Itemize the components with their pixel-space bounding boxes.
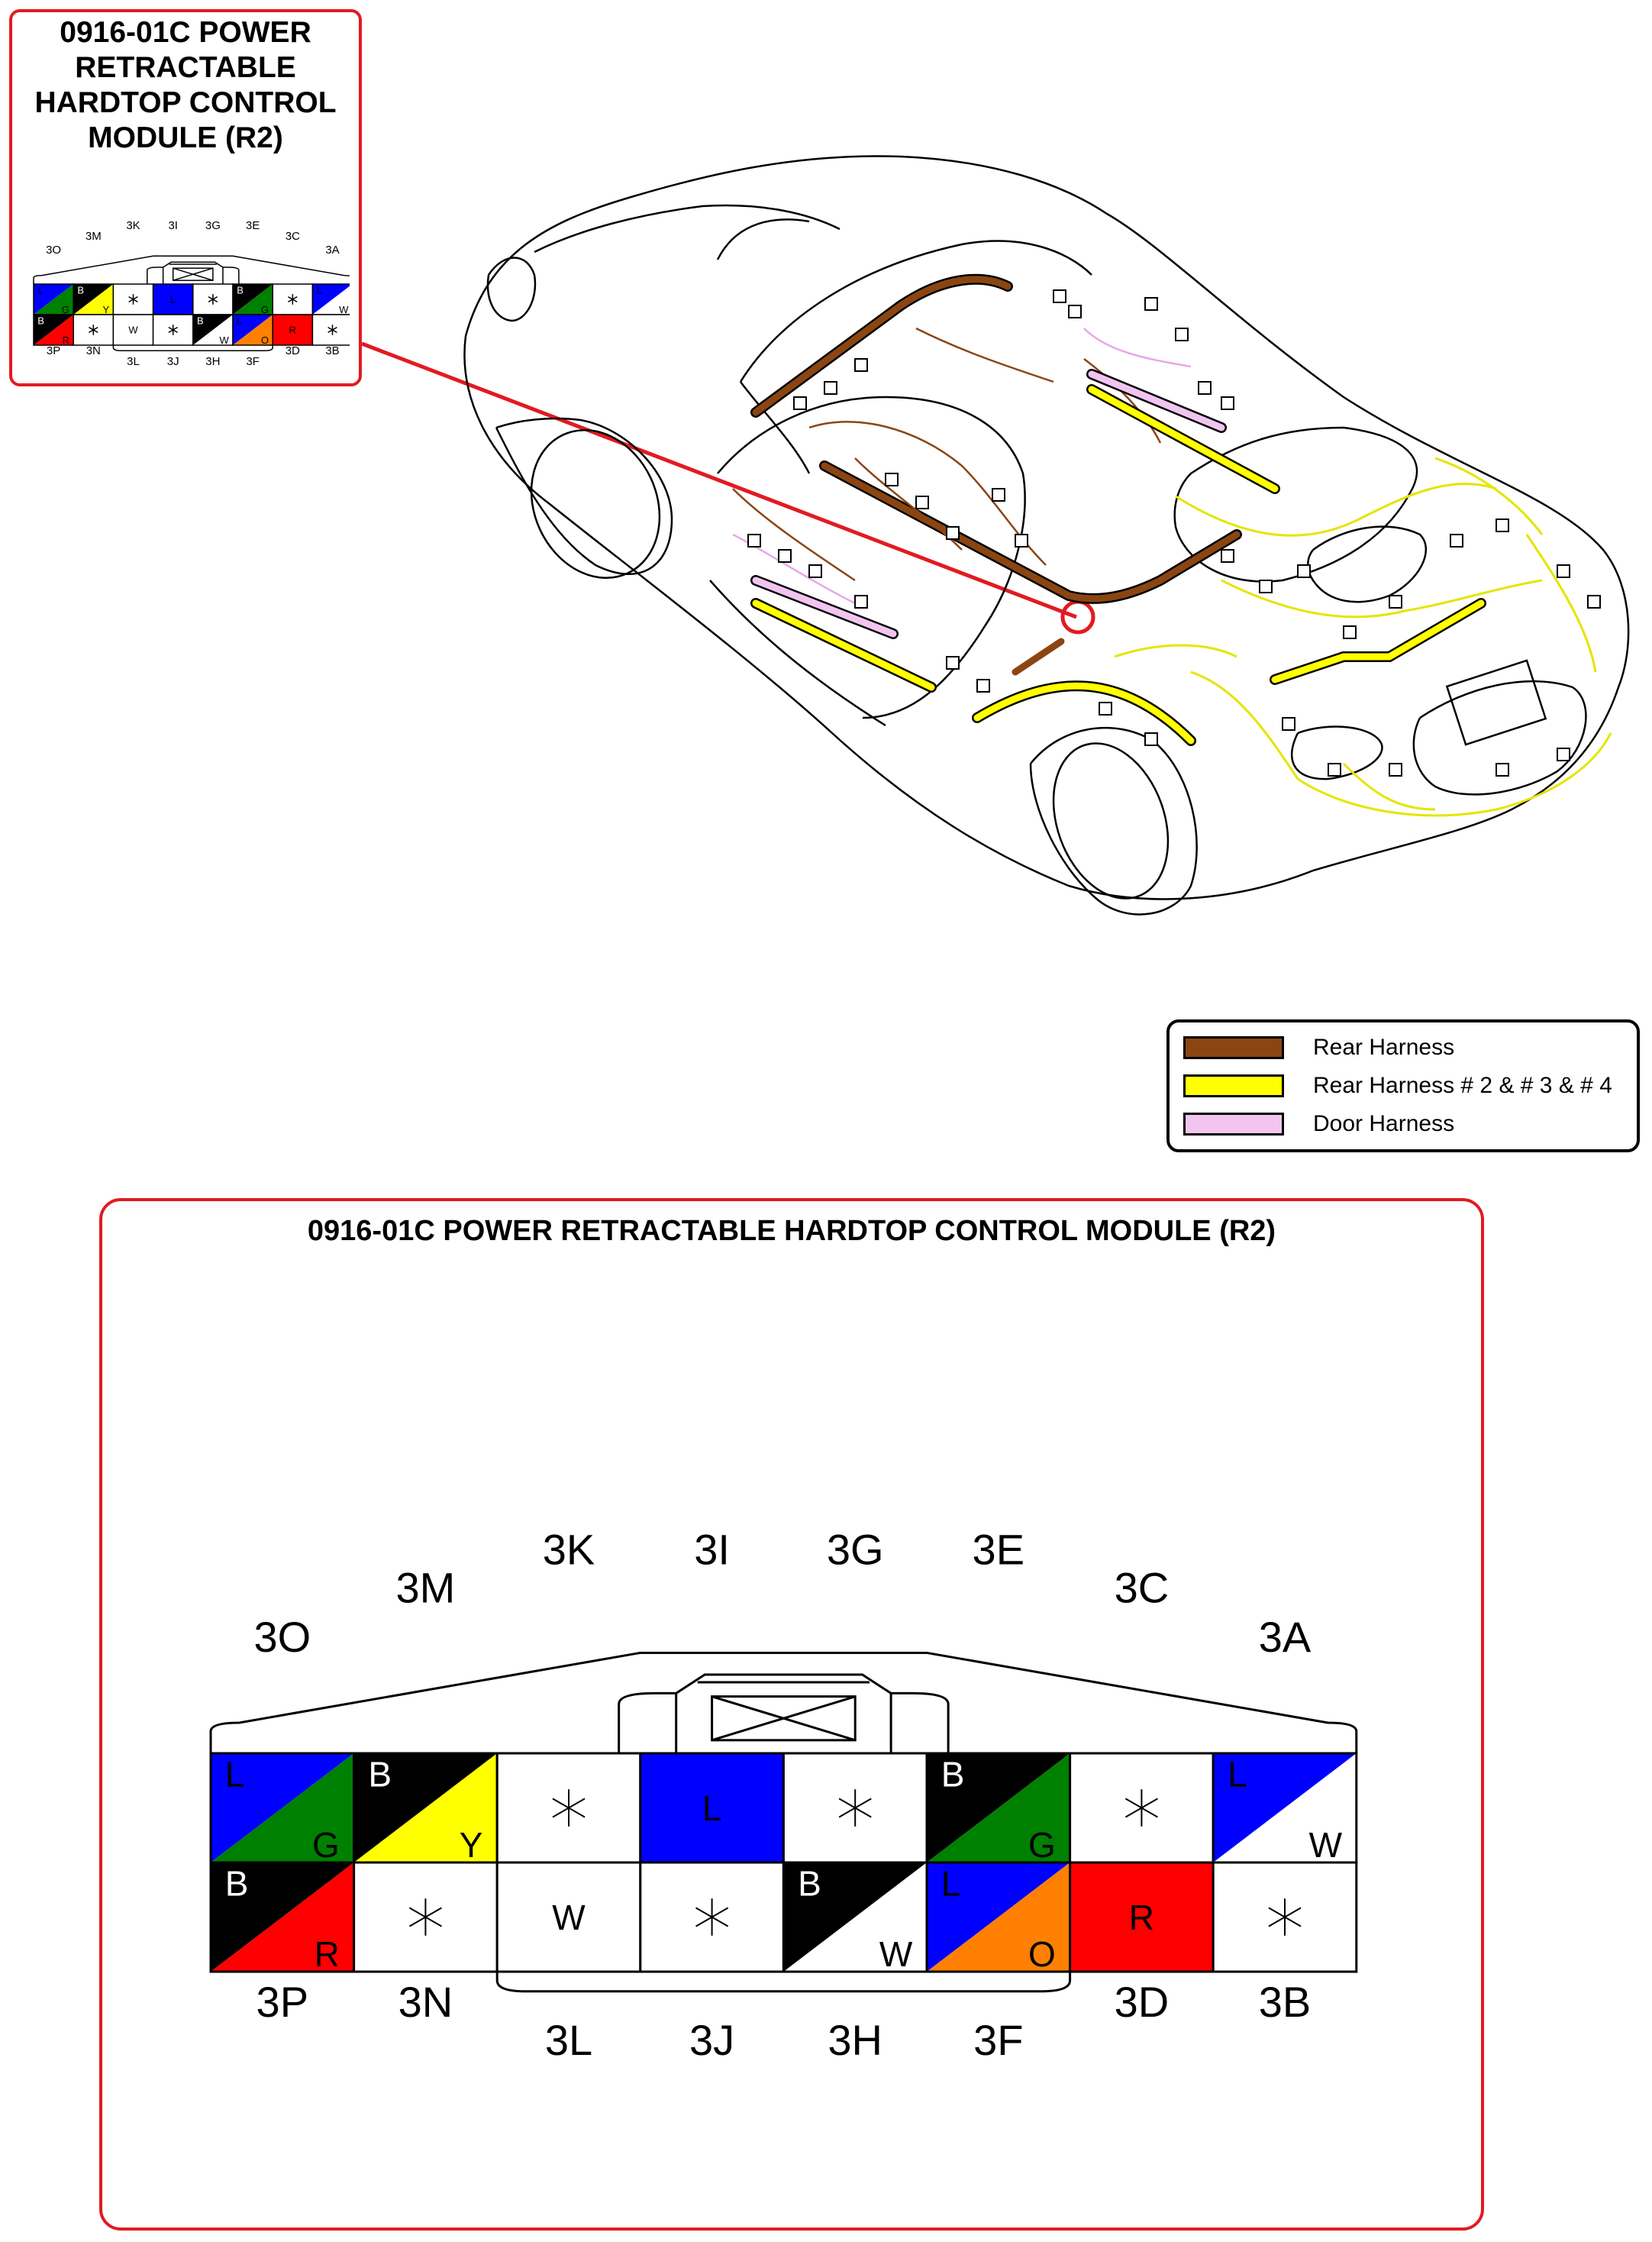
pin-color-secondary xyxy=(233,284,273,315)
pin-color-code: B xyxy=(197,315,204,326)
yellow-harness-lines xyxy=(752,386,1485,745)
pin-position-label: 3F xyxy=(246,355,260,368)
pin-color-code: O xyxy=(261,334,269,346)
pin-position-label: 3J xyxy=(167,355,179,368)
harness-connectors xyxy=(747,289,1601,777)
pin-cell: LW xyxy=(311,283,350,315)
pin-color-secondary xyxy=(233,315,273,345)
door-harness-lines xyxy=(752,370,1225,638)
harness-legend: Rear Harness Rear Harness # 2 & # 3 & # … xyxy=(1166,1019,1640,1152)
pin-position-label: 3P xyxy=(47,344,60,357)
connector-housing-top xyxy=(33,255,350,284)
pin-color-primary xyxy=(312,284,350,315)
pin-cell: LG xyxy=(33,283,74,315)
pin-color-code: G xyxy=(261,304,269,315)
pin-color-primary xyxy=(192,315,233,345)
pin-cell: BR xyxy=(33,314,74,346)
pin-color-code: R xyxy=(289,325,296,336)
door-harness-outline xyxy=(750,369,1227,639)
pin-position-label: 3L xyxy=(127,355,140,368)
pin-position-label: 3B xyxy=(325,344,339,357)
unused-pin-star xyxy=(208,294,218,305)
connector-detail-frame: 0916-01C POWER RETRACTABLE HARDTOP CONTR… xyxy=(99,1198,1484,2231)
pin-position-label: 3G xyxy=(205,219,221,232)
pin-color-code: W xyxy=(219,334,229,346)
pin-color-secondary xyxy=(192,315,233,345)
pin-color-code: L xyxy=(170,294,176,305)
yellow-harness-outline xyxy=(750,384,1486,746)
unused-pin-star xyxy=(288,294,298,305)
door-harness-thin-branches xyxy=(732,328,1192,605)
rear-harness-lines xyxy=(752,276,1241,676)
callout-title-line-2: RETRACTABLE xyxy=(75,51,296,84)
unused-pin-star xyxy=(168,325,178,335)
unused-pin-star xyxy=(89,325,98,335)
pin-color-secondary xyxy=(73,284,114,315)
rear-harness-outline xyxy=(750,273,1242,604)
pin-color-code: L xyxy=(37,284,43,296)
pin-position-label: 3I xyxy=(168,219,178,232)
pin-position-label: 3N xyxy=(86,344,101,357)
pin-position-label: 3K xyxy=(126,219,140,232)
pin-color-code: Y xyxy=(103,304,110,315)
pin-position-label: 3A xyxy=(325,244,339,257)
connector-housing xyxy=(33,255,350,351)
connector-callout: 0916-01C POWER RETRACTABLE HARDTOP CONTR… xyxy=(9,9,362,386)
pin-cell: BW xyxy=(192,314,234,346)
connector-latch-cross xyxy=(173,267,214,281)
callout-title-line-1: 0916-01C POWER xyxy=(60,16,311,49)
pin-color-code: B xyxy=(77,284,84,296)
pin-cell xyxy=(272,283,314,315)
unused-pin-star xyxy=(128,294,138,305)
leader-line xyxy=(361,341,1077,619)
connector-latch xyxy=(147,261,240,284)
pin-position-label: 3O xyxy=(46,244,61,257)
pin-empty xyxy=(312,315,350,345)
pin-cell xyxy=(73,314,115,346)
pin-position-label: 3E xyxy=(246,219,260,232)
legend-swatch-rear-harness xyxy=(1183,1036,1284,1059)
pin-cell xyxy=(311,314,350,346)
pin-position-label: 3H xyxy=(205,355,220,368)
pin-border xyxy=(311,314,350,346)
legend-label: Door Harness xyxy=(1313,1111,1455,1136)
pin-color-fill xyxy=(153,284,193,315)
pin-cell: W xyxy=(112,314,154,346)
connector-location-marker xyxy=(1060,599,1095,635)
pin-position-label: 3D xyxy=(286,344,300,357)
pin-position-label: 3C xyxy=(286,230,300,243)
pin-color-code: W xyxy=(128,325,138,336)
legend-swatch-door-harness xyxy=(1183,1113,1284,1136)
pin-color-code: L xyxy=(237,315,242,326)
connector-latch-sides xyxy=(162,267,224,284)
car-body-outline xyxy=(463,155,1630,916)
pin-color-fill xyxy=(113,315,153,345)
connector-detail-title: 0916-01C POWER RETRACTABLE HARDTOP CONTR… xyxy=(307,1215,1276,1247)
pin-color-primary xyxy=(73,284,114,315)
callout-title: 0916-01C POWER RETRACTABLE HARDTOP CONTR… xyxy=(12,15,359,156)
pin-cell: R xyxy=(272,314,314,346)
pin-color-fill xyxy=(273,315,313,345)
callout-title-line-3: HARDTOP CONTROL xyxy=(34,86,337,119)
callout-title-line-4: MODULE (R2) xyxy=(88,121,283,154)
pin-color-code: W xyxy=(339,304,349,315)
pin-color-code: B xyxy=(37,315,44,326)
legend-label: Rear Harness xyxy=(1313,1035,1455,1060)
pin-color-secondary xyxy=(312,286,350,315)
pin-cell xyxy=(192,283,234,315)
pin-color-code: L xyxy=(317,284,322,296)
pin-color-code: G xyxy=(62,304,69,315)
unused-pin-star xyxy=(327,325,337,335)
legend-label: Rear Harness # 2 & # 3 & # 4 xyxy=(1313,1073,1612,1098)
legend-swatch-rear-harness-2-3-4 xyxy=(1183,1074,1284,1097)
pin-color-code: B xyxy=(237,284,244,296)
yellow-harness-thin-branches xyxy=(1114,457,1612,817)
pin-cell xyxy=(152,314,194,346)
car-harness-illustration xyxy=(361,155,1630,916)
pin-position-label: 3M xyxy=(86,230,102,243)
connector-latch-box xyxy=(172,267,214,281)
connector-bottom-key xyxy=(112,345,273,351)
pin-color-code: R xyxy=(63,334,69,346)
